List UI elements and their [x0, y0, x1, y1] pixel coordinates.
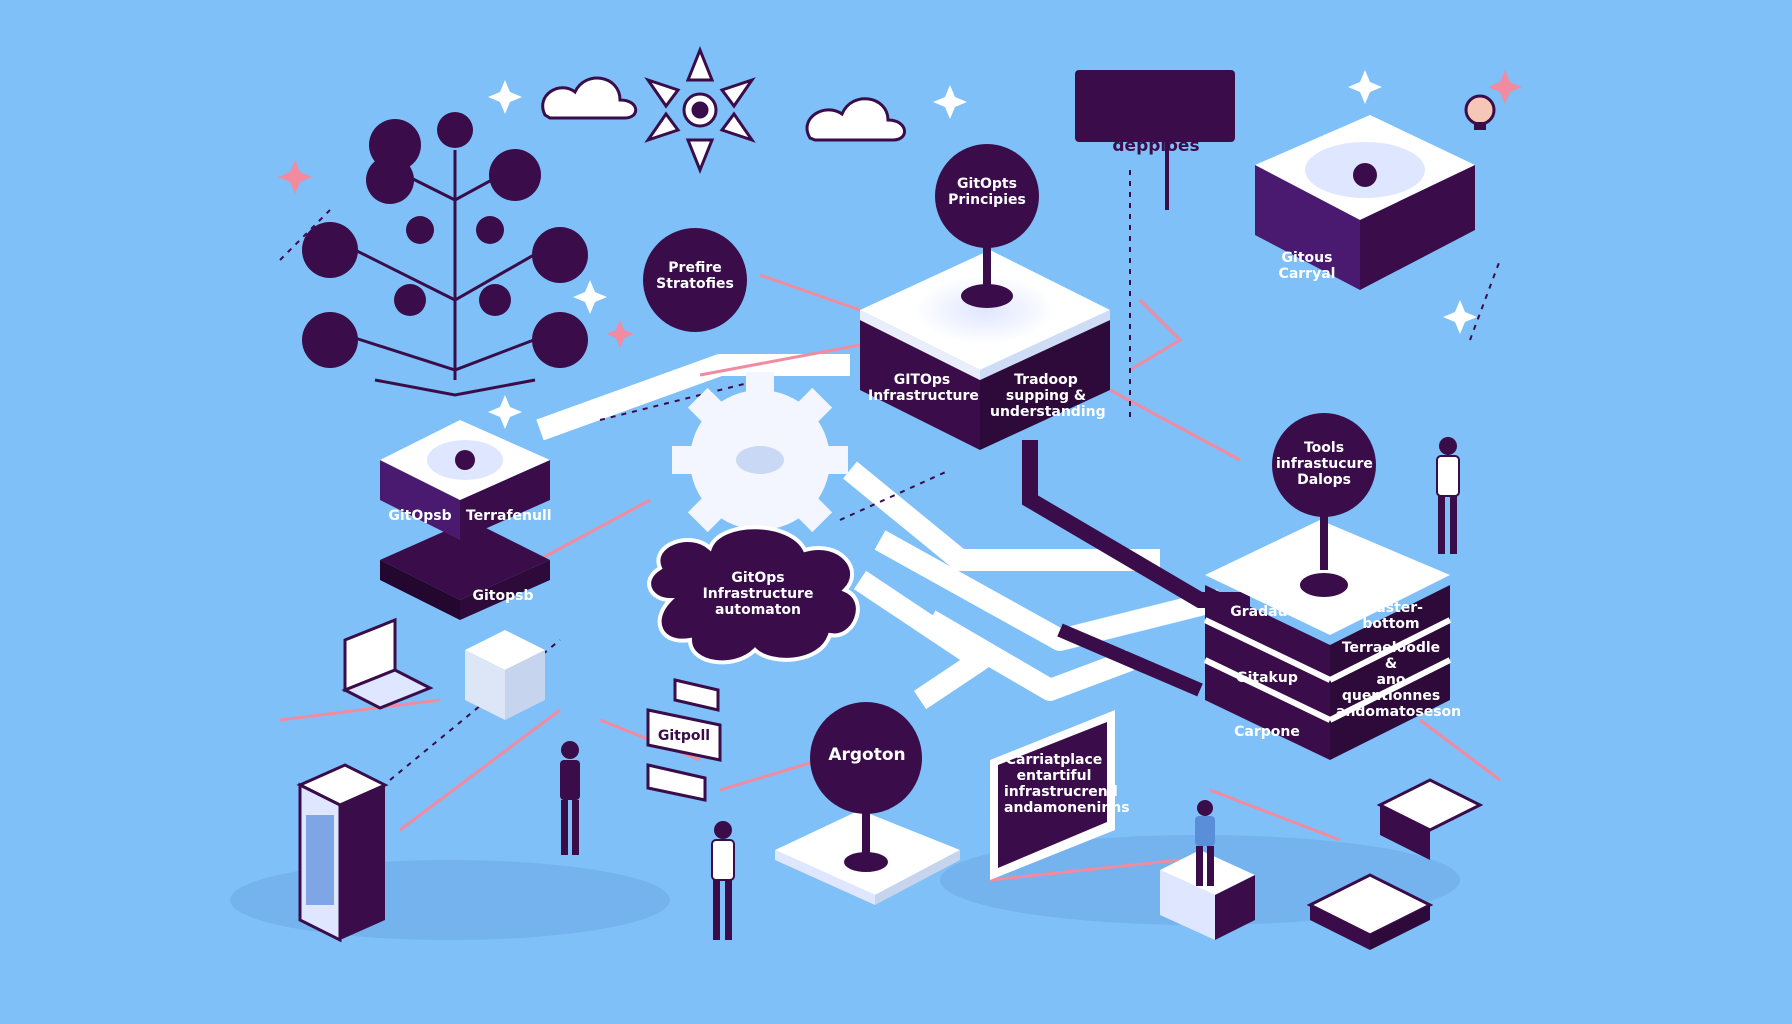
dashed-arrow-6: [1469, 259, 1501, 341]
snowflake-icon: [644, 45, 756, 175]
board-text: Carriatplace entartiful infrastrucrend a…: [1004, 752, 1130, 817]
pin-prefire: [643, 228, 747, 332]
connection-paths: [536, 354, 1223, 710]
arrow-11: [989, 858, 1181, 882]
small-cube: [465, 630, 545, 720]
sparkle-icon-pink: [278, 70, 1522, 348]
gitops-cloud-label: GitOps Infrastructure automaton: [702, 570, 814, 619]
top-right-block: [1255, 115, 1475, 290]
argoton-label: Argoton: [828, 745, 906, 765]
dashed-arrow-2: [839, 469, 951, 521]
trunk-sign-text: Trunk-base infrascomune andon depploes: [1090, 77, 1222, 156]
gear-tree-nodes: [302, 112, 588, 368]
right-block-line1-side-label: Toaster-bottom: [1359, 600, 1423, 633]
pin-tools: [1272, 413, 1376, 597]
gear-icon: [672, 372, 848, 548]
right-block-line1-label: Gradaute: [1230, 604, 1304, 620]
person-icon-4: [1195, 800, 1215, 886]
arrow-5: [399, 708, 561, 832]
arrow-6: [1109, 388, 1241, 462]
right-block-line2-label: Gitakup: [1236, 670, 1298, 686]
center-block: [860, 250, 1110, 450]
left-block-side-label: Terrafenull: [466, 508, 552, 524]
server-icon: [296, 763, 389, 943]
prefire-strategies-label: Prefire Stratofies: [656, 260, 734, 293]
dashed-arrow-3: [389, 639, 561, 781]
center-block-front-label: GITOps Infrastructure: [868, 372, 979, 405]
left-block-front-label: GitOpsb: [388, 508, 452, 524]
arrow-9: [1419, 718, 1501, 782]
board: [990, 710, 1115, 880]
pin-gitops-principles: [935, 144, 1039, 308]
gear-tree: [329, 150, 561, 397]
arrow-4: [279, 698, 441, 722]
center-block-side-label: Tradoop supping & understanding: [990, 372, 1106, 421]
small-signs: [646, 678, 722, 802]
gitops-principles-label: GitOpts Principies: [948, 176, 1026, 209]
person-icon-3: [1436, 437, 1460, 554]
right-block-line2-side-label: Terraeloodle & ano quentionnes andomatos…: [1336, 640, 1462, 721]
arrow-10: [719, 758, 821, 792]
pin-argoton: [810, 702, 922, 872]
dashed-arrow-5: [279, 209, 331, 261]
trunk-sign: [1075, 70, 1235, 210]
small-sign-text: Gitpoll: [657, 728, 711, 744]
storage-boxes: [1306, 778, 1484, 950]
right-block-line3-label: Carpone: [1234, 724, 1300, 740]
light-bulb-icon: [1464, 94, 1496, 130]
left-block-base-label: Gitopsb: [472, 588, 534, 604]
cloud-icon: [541, 76, 906, 142]
dashed-arrows: [279, 170, 1501, 781]
laptop-icon: [341, 617, 434, 710]
person-icon: [560, 741, 580, 855]
arrow-7: [1129, 298, 1183, 372]
dark-pipe-2: [1057, 623, 1203, 697]
flow-arrows: [279, 273, 1501, 882]
cloud-label: [647, 525, 860, 665]
sparkle-icon: [488, 70, 1477, 429]
top-right-block-label: Gitous Carryal: [1278, 250, 1336, 283]
arrow-1: [759, 273, 861, 312]
person-icon-2: [711, 821, 735, 940]
arrow-8: [1209, 788, 1341, 842]
tools-infrastructure-label: Tools infrastucure Dalops: [1276, 440, 1373, 489]
arrow-2: [699, 343, 861, 377]
left-block: [380, 420, 550, 620]
